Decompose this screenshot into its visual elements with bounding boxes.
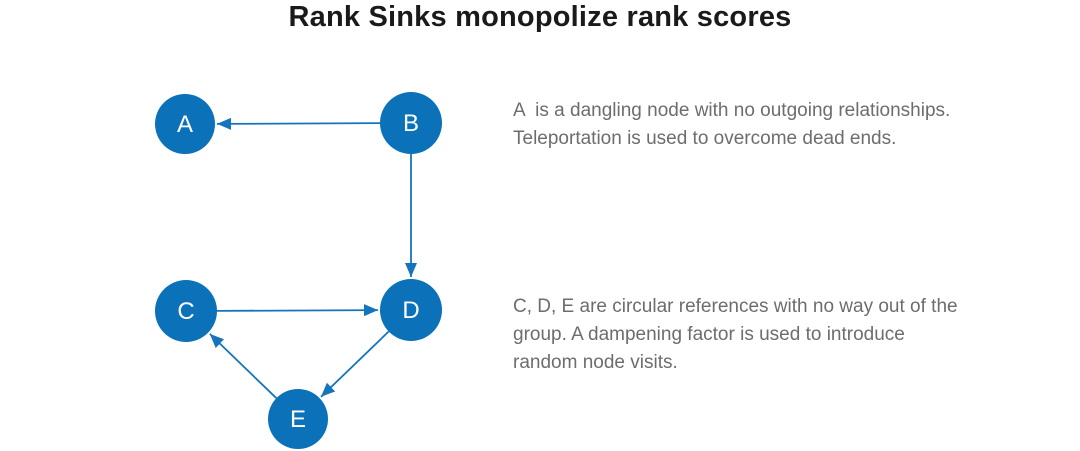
note-line: random node visits. (513, 352, 678, 373)
node-A (155, 94, 215, 154)
diagram-title: Rank Sinks monopolize rank scores (288, 1, 792, 33)
node-E-label: E (290, 406, 306, 433)
node-C-label: C (177, 298, 194, 325)
node-B-label: B (403, 110, 419, 137)
edge-B-A (216, 117, 381, 130)
node-D-label: D (402, 297, 419, 324)
note-line: A is a dangling node with no outgoing re… (513, 100, 951, 121)
dangling-node-note: A is a dangling node with no outgoing re… (513, 97, 1033, 153)
node-D (380, 279, 442, 341)
circular-reference-note: C, D, E are circular references with no … (513, 293, 1033, 377)
note-line: group. A dampening factor is used to int… (513, 324, 905, 345)
edge-D-E (320, 330, 390, 398)
note-line: C, D, E are circular references with no … (513, 296, 958, 317)
node-A-label: A (177, 111, 193, 138)
node-C (155, 280, 217, 342)
node-layer: A B C D E (155, 92, 442, 449)
node-B (380, 92, 442, 154)
edge-layer (209, 117, 417, 399)
note-line: Teleportation is used to overcome dead e… (513, 128, 897, 149)
edge-C-D (216, 304, 379, 317)
node-E (268, 389, 328, 449)
edge-E-C (209, 333, 278, 399)
